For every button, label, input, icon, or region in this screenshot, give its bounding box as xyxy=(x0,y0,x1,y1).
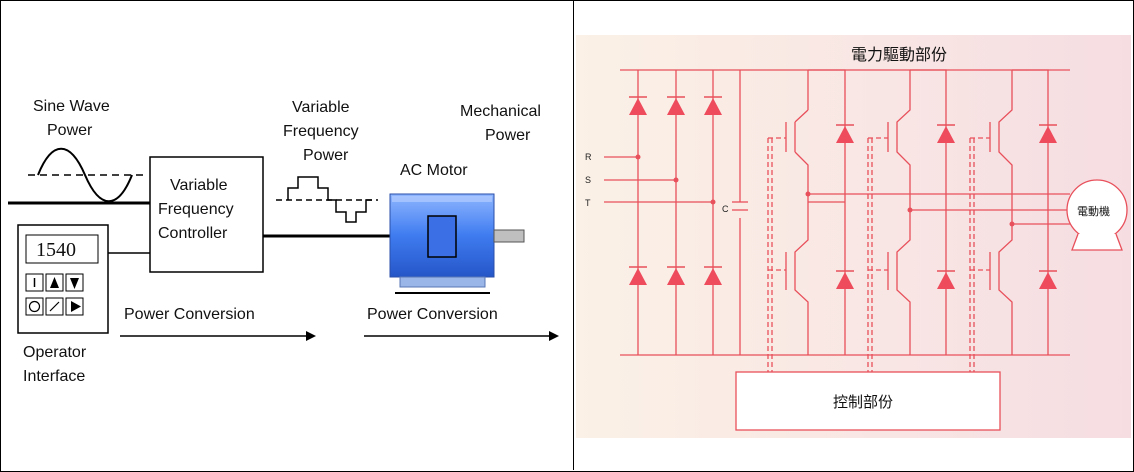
panel-divider xyxy=(573,0,574,470)
sine-wave-label-line2: Power xyxy=(47,122,93,139)
ac-motor-label: AC Motor xyxy=(400,162,468,179)
mechanical-power-label-line2: Power xyxy=(485,127,531,144)
keypad-display: 1540 xyxy=(36,239,76,261)
arrow-right-icon xyxy=(120,331,316,341)
controller-label-line2: Frequency xyxy=(158,201,234,218)
power-conversion-label-1: Power Conversion xyxy=(124,306,255,323)
vf-power-label-line1: Variable xyxy=(292,99,350,116)
operator-interface-label-line1: Operator xyxy=(23,344,87,361)
ac-motor-icon xyxy=(389,193,525,294)
mechanical-power-label-line1: Mechanical xyxy=(460,103,541,120)
pwm-waveform-icon xyxy=(276,176,378,223)
arrow-right-icon xyxy=(364,331,559,341)
sine-wave-icon xyxy=(28,147,148,203)
operator-interface-label-line2: Interface xyxy=(23,368,85,385)
vf-power-label-line2: Frequency xyxy=(283,123,359,140)
vfd-block-diagram: Sine Wave Power Variable Frequency Contr… xyxy=(8,98,559,385)
controller-label-line1: Variable xyxy=(170,177,228,194)
controller-label-line3: Controller xyxy=(158,225,228,242)
power-conversion-label-2: Power Conversion xyxy=(367,306,498,323)
sine-wave-label-line1: Sine Wave xyxy=(33,98,110,115)
controller-box xyxy=(149,156,264,273)
vf-power-label-line3: Power xyxy=(303,147,349,164)
operator-keypad: 1540 xyxy=(17,224,150,334)
